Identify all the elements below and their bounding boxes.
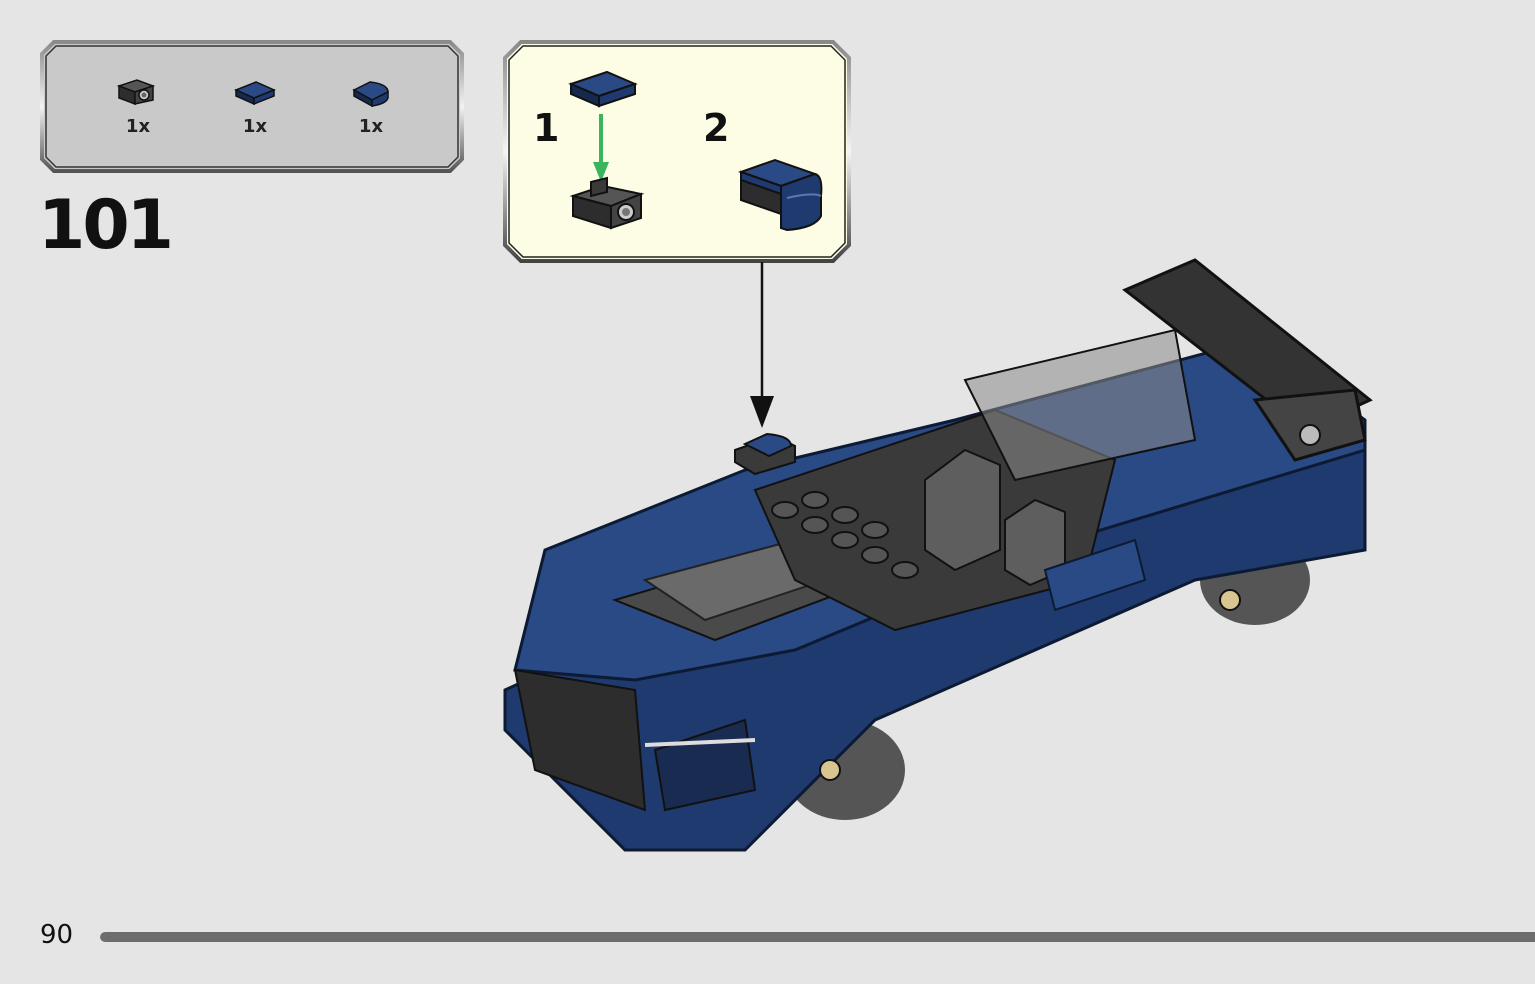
car-model-illustration [503, 258, 1373, 852]
rear-axle [1219, 589, 1241, 611]
part-qty: 1x [358, 116, 384, 137]
parts-list-frame [40, 40, 464, 173]
grey-bracket-plate-icon [569, 176, 645, 230]
sub-step-1-label: 1 [533, 106, 560, 150]
rear-spoiler [1122, 258, 1373, 432]
door-handle-panel [1043, 538, 1147, 612]
part-item-bracket: 1x [103, 74, 173, 137]
blue-flat-tile-icon [234, 81, 276, 106]
page-number: 90 [40, 920, 74, 950]
part-qty: 1x [125, 116, 151, 137]
grey-bracket-plate-icon [116, 79, 156, 106]
sub-step-2-label: 2 [703, 106, 730, 150]
progress-bar [100, 932, 1535, 942]
sub-step-1-illustration [568, 70, 645, 230]
blue-flat-tile-icon [568, 70, 638, 108]
part-item-flat-tile: 1x [220, 74, 290, 137]
front-grille [513, 668, 647, 812]
green-arrow-icon [593, 114, 609, 182]
front-axle [819, 759, 841, 781]
windshield [963, 328, 1197, 482]
part-qty: 1x [242, 116, 268, 137]
seat-left [924, 448, 1001, 572]
placed-round-tile [734, 432, 796, 476]
parts-list: 1x 1x 1x [40, 40, 464, 173]
part-item-round-tile: 1x [336, 74, 406, 137]
sub-assembly-callout: 1 2 [503, 40, 851, 263]
callout-pointer-arrow [750, 262, 774, 428]
sub-step-2-illustration [737, 158, 823, 232]
progress-bar-fill [100, 932, 1535, 942]
step-number: 101 [38, 186, 174, 265]
blue-round-tile-icon [352, 81, 389, 108]
